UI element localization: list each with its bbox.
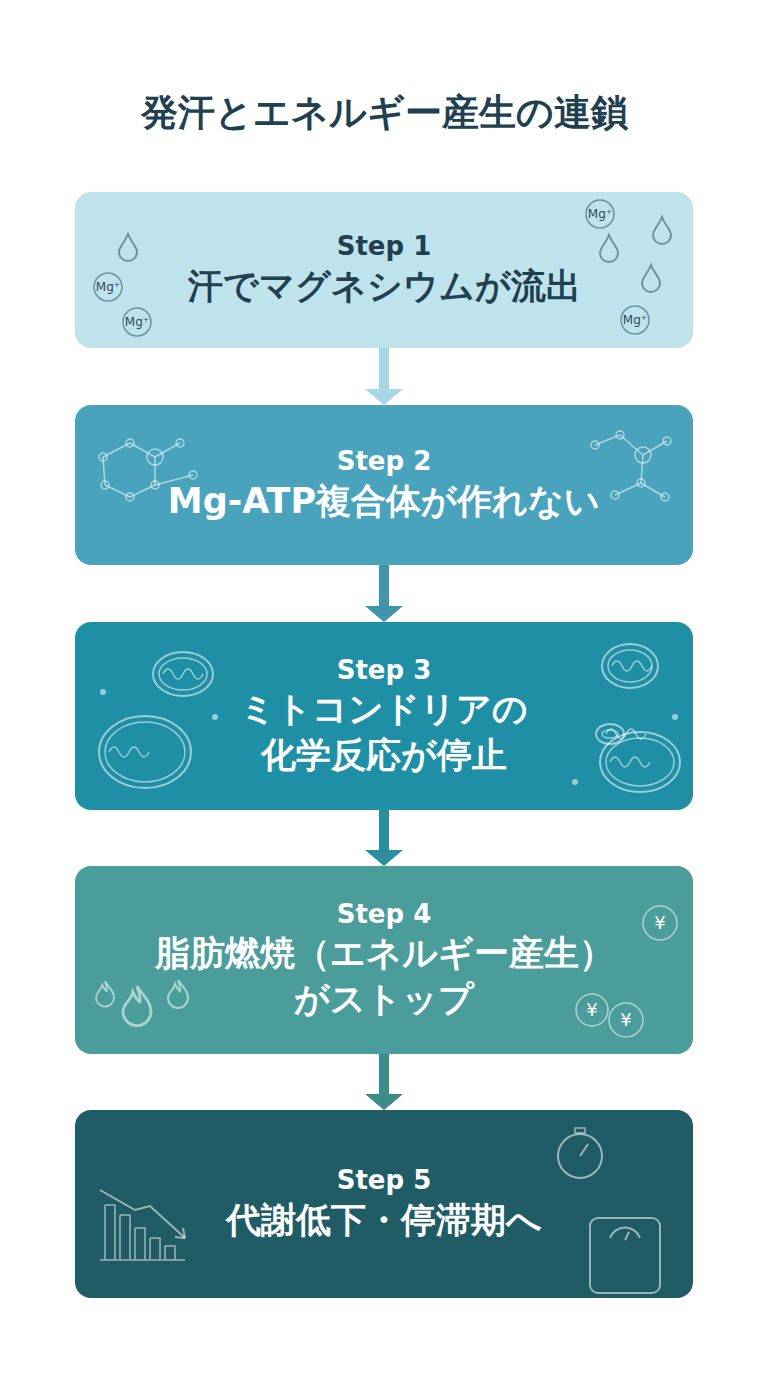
step-text: 汗でマグネシウムが流出 bbox=[188, 264, 581, 310]
step-text: Mg-ATP複合体が作れない bbox=[168, 479, 600, 525]
step-box: Step 2Mg-ATP複合体が作れない bbox=[75, 405, 693, 565]
step-text: ミトコンドリアの 化学反応が停止 bbox=[149, 687, 619, 778]
yen-coin-symbol: ¥ bbox=[606, 1011, 646, 1029]
step-box: Step 1汗でマグネシウムが流出 Mg⁺ Mg⁺ Mg⁺ Mg⁺ bbox=[75, 192, 693, 348]
flow-arrow bbox=[365, 1054, 403, 1110]
step-text: 代謝低下・停滞期へ bbox=[226, 1198, 542, 1244]
step-box: Step 4脂肪燃焼（エネルギー産生） がストップ¥¥¥ bbox=[75, 866, 693, 1054]
flow-arrow bbox=[365, 810, 403, 866]
mg-ion-symbol: Mg⁺ bbox=[117, 316, 157, 328]
flow-arrow bbox=[365, 348, 403, 405]
step-text: 脂肪燃焼（エネルギー産生） がストップ bbox=[149, 931, 619, 1022]
step-number: Step 2 bbox=[337, 445, 432, 479]
step-number: Step 1 bbox=[337, 230, 432, 264]
mg-ion-symbol: Mg⁺ bbox=[88, 281, 128, 293]
step-box: Step 5代謝低下・停滞期へ bbox=[75, 1110, 693, 1298]
flow-arrow bbox=[365, 565, 403, 622]
diagram-title: 発汗とエネルギー産生の連鎖 bbox=[0, 88, 768, 138]
yen-coin-symbol: ¥ bbox=[640, 914, 680, 932]
mg-ion-symbol: Mg⁺ bbox=[580, 208, 620, 220]
mg-ion-symbol: Mg⁺ bbox=[615, 314, 655, 326]
step-number: Step 5 bbox=[337, 1164, 432, 1198]
step-box: Step 3ミトコンドリアの 化学反応が停止 bbox=[75, 622, 693, 810]
step-number: Step 3 bbox=[337, 654, 432, 688]
step-number: Step 4 bbox=[337, 898, 432, 932]
yen-coin-symbol: ¥ bbox=[572, 1001, 612, 1019]
